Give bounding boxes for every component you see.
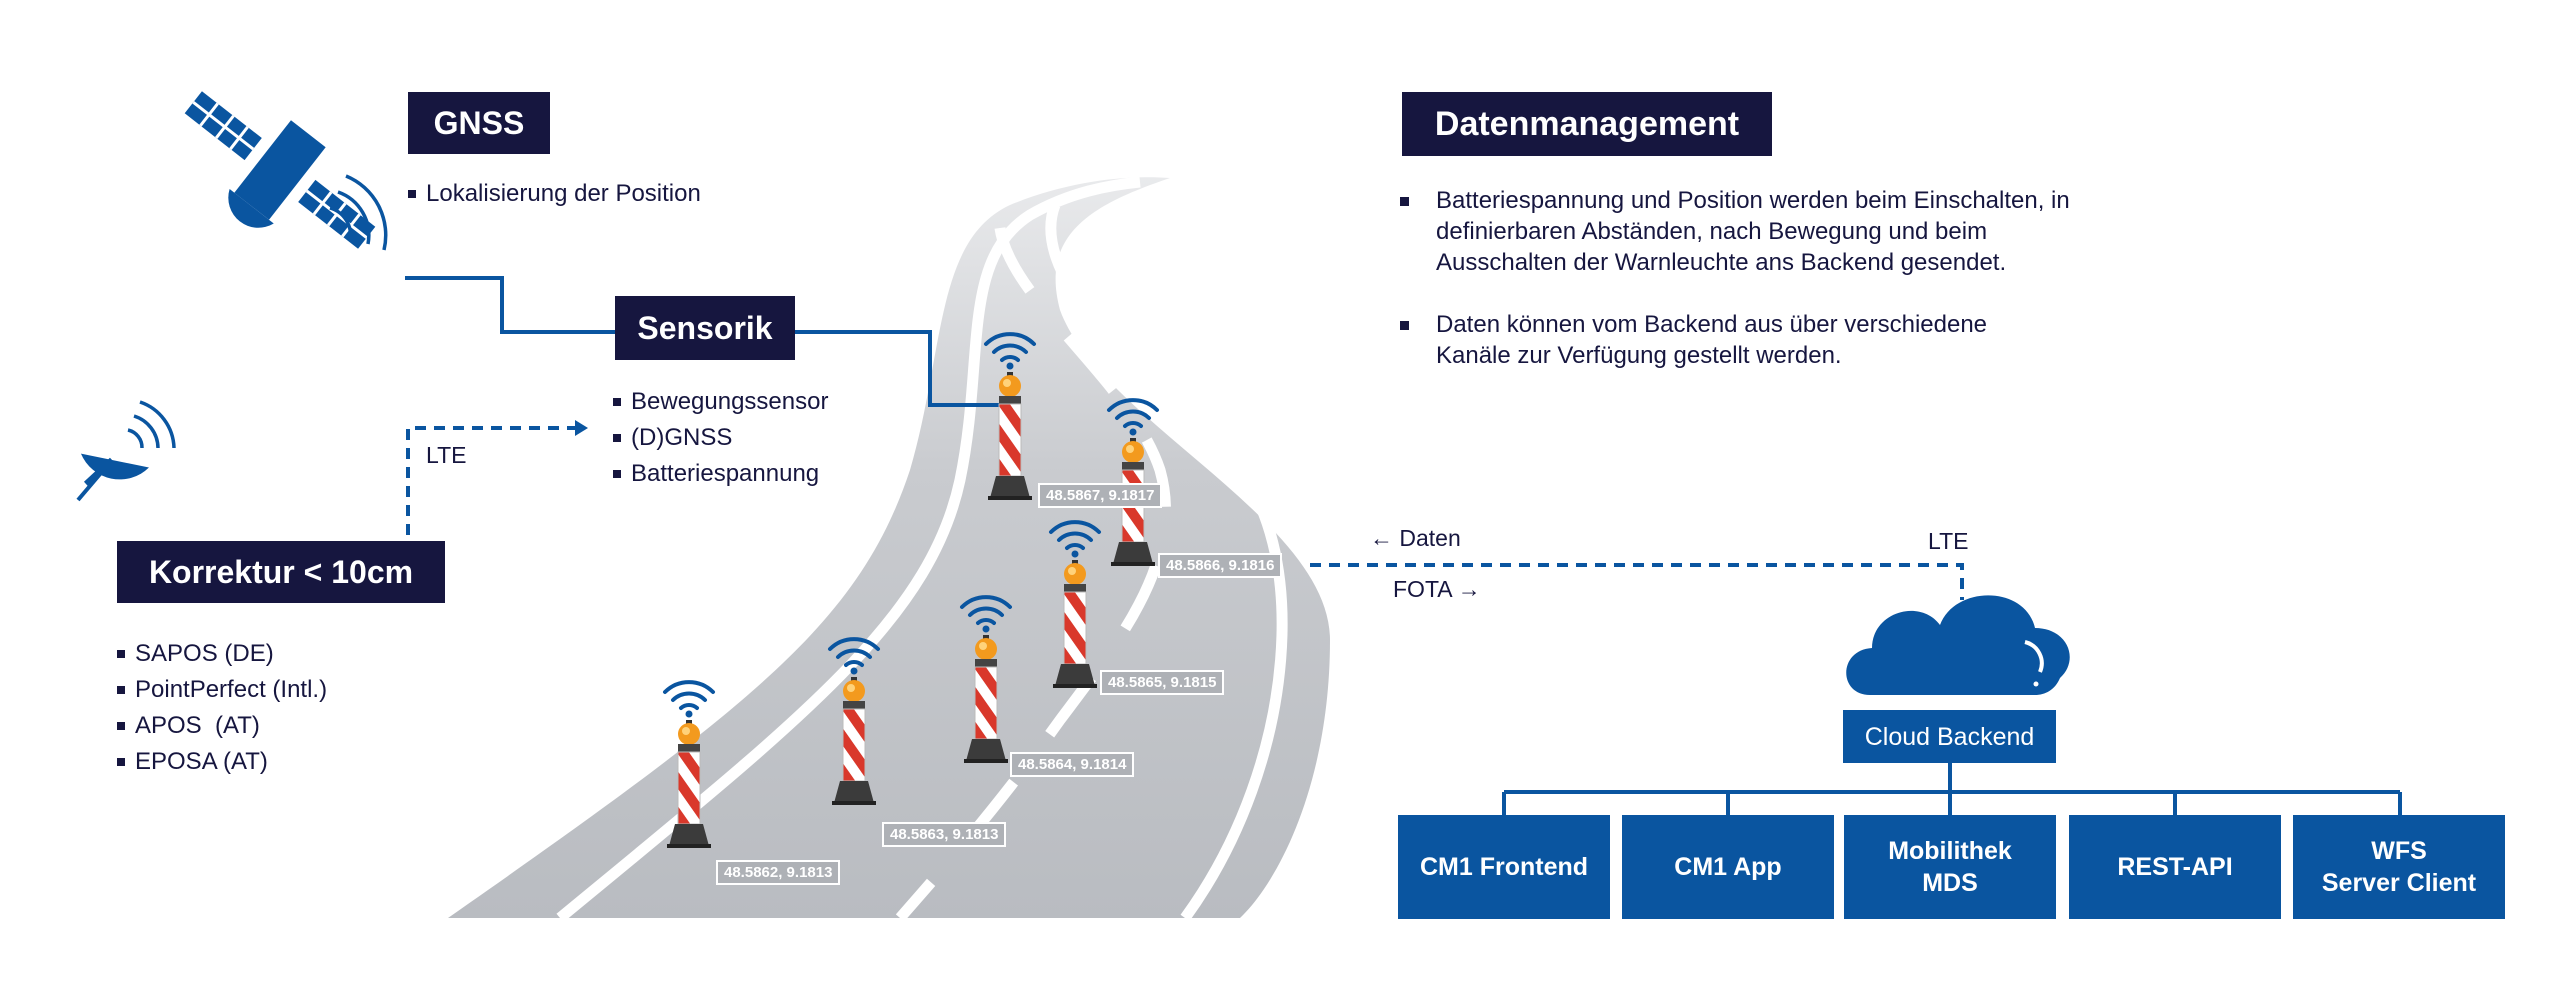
output-mobilithek-mds: Mobilithek MDS [1844, 815, 2056, 919]
korrektur-list: SAPOS (DE) PointPerfect (Intl.) APOS (AT… [117, 636, 327, 780]
sensorik-item: Batteriespannung [613, 456, 828, 492]
daten-label: ← Daten [1370, 525, 1461, 551]
beacon-coordinate-label: 48.5866, 9.1816 [1158, 553, 1283, 578]
fota-label: FOTA → [1393, 576, 1481, 602]
cloud-backend-label: Cloud Backend [1864, 722, 2035, 751]
output-cm1-app: CM1 App [1622, 815, 1834, 919]
sensorik-item: Bewegungssensor [613, 384, 828, 420]
sensorik-item: (D)GNSS [613, 420, 828, 456]
korrektur-item: APOS (AT) [117, 708, 327, 744]
lte-correction-link [406, 426, 575, 535]
beacon-coordinate-label: 48.5863, 9.1813 [882, 822, 1007, 847]
korrektur-item: SAPOS (DE) [117, 636, 327, 672]
cloud-icon [1846, 595, 2070, 695]
output-cm1-frontend: CM1 Frontend [1398, 815, 1610, 919]
road-center-line [895, 227, 1171, 922]
road [448, 177, 1330, 918]
output-wfs-server-client: WFS Server Client [2293, 815, 2505, 919]
gnss-item: Lokalisierung der Position [408, 176, 701, 212]
satellite-dish-icon [76, 400, 176, 502]
sensorik-list: Bewegungssensor (D)GNSS Batteriespannung [613, 384, 828, 492]
backend-lte-label: LTE [1928, 528, 1969, 554]
beacon-coordinate-label: 48.5865, 9.1815 [1100, 670, 1225, 695]
gnss-list: Lokalisierung der Position [408, 176, 701, 212]
satellite-signal-icon [329, 174, 388, 251]
output-rest-api: REST-API [2069, 815, 2281, 919]
lte-backend-link [1310, 563, 1964, 600]
sensorik-connector [795, 330, 1000, 407]
satellite-icon [184, 91, 376, 249]
korrektur-title: Korrektur < 10cm [117, 541, 445, 603]
gnss-title: GNSS [408, 92, 550, 154]
datenmanagement-item: Daten können vom Backend aus über versch… [1400, 309, 2066, 371]
datenmanagement-title: Datenmanagement [1402, 92, 1772, 156]
sensorik-title: Sensorik [615, 296, 795, 360]
cloud-backend-box: Cloud Backend [1843, 710, 2056, 763]
korrektur-lte-label: LTE [426, 442, 467, 468]
road-edge-right [1045, 203, 1288, 922]
beacon-coordinate-label: 48.5864, 9.1814 [1010, 752, 1135, 777]
datenmanagement-list: Batteriespannung und Position werden bei… [1400, 185, 2120, 402]
beacon-coordinate-label: 48.5867, 9.1817 [1038, 483, 1163, 508]
datenmanagement-item: Batteriespannung und Position werden bei… [1400, 185, 2120, 278]
beacon-coordinate-label: 48.5862, 9.1813 [716, 860, 841, 885]
korrektur-item: PointPerfect (Intl.) [117, 672, 327, 708]
gnss-connector [405, 276, 615, 334]
korrektur-item: EPOSA (AT) [117, 744, 327, 780]
